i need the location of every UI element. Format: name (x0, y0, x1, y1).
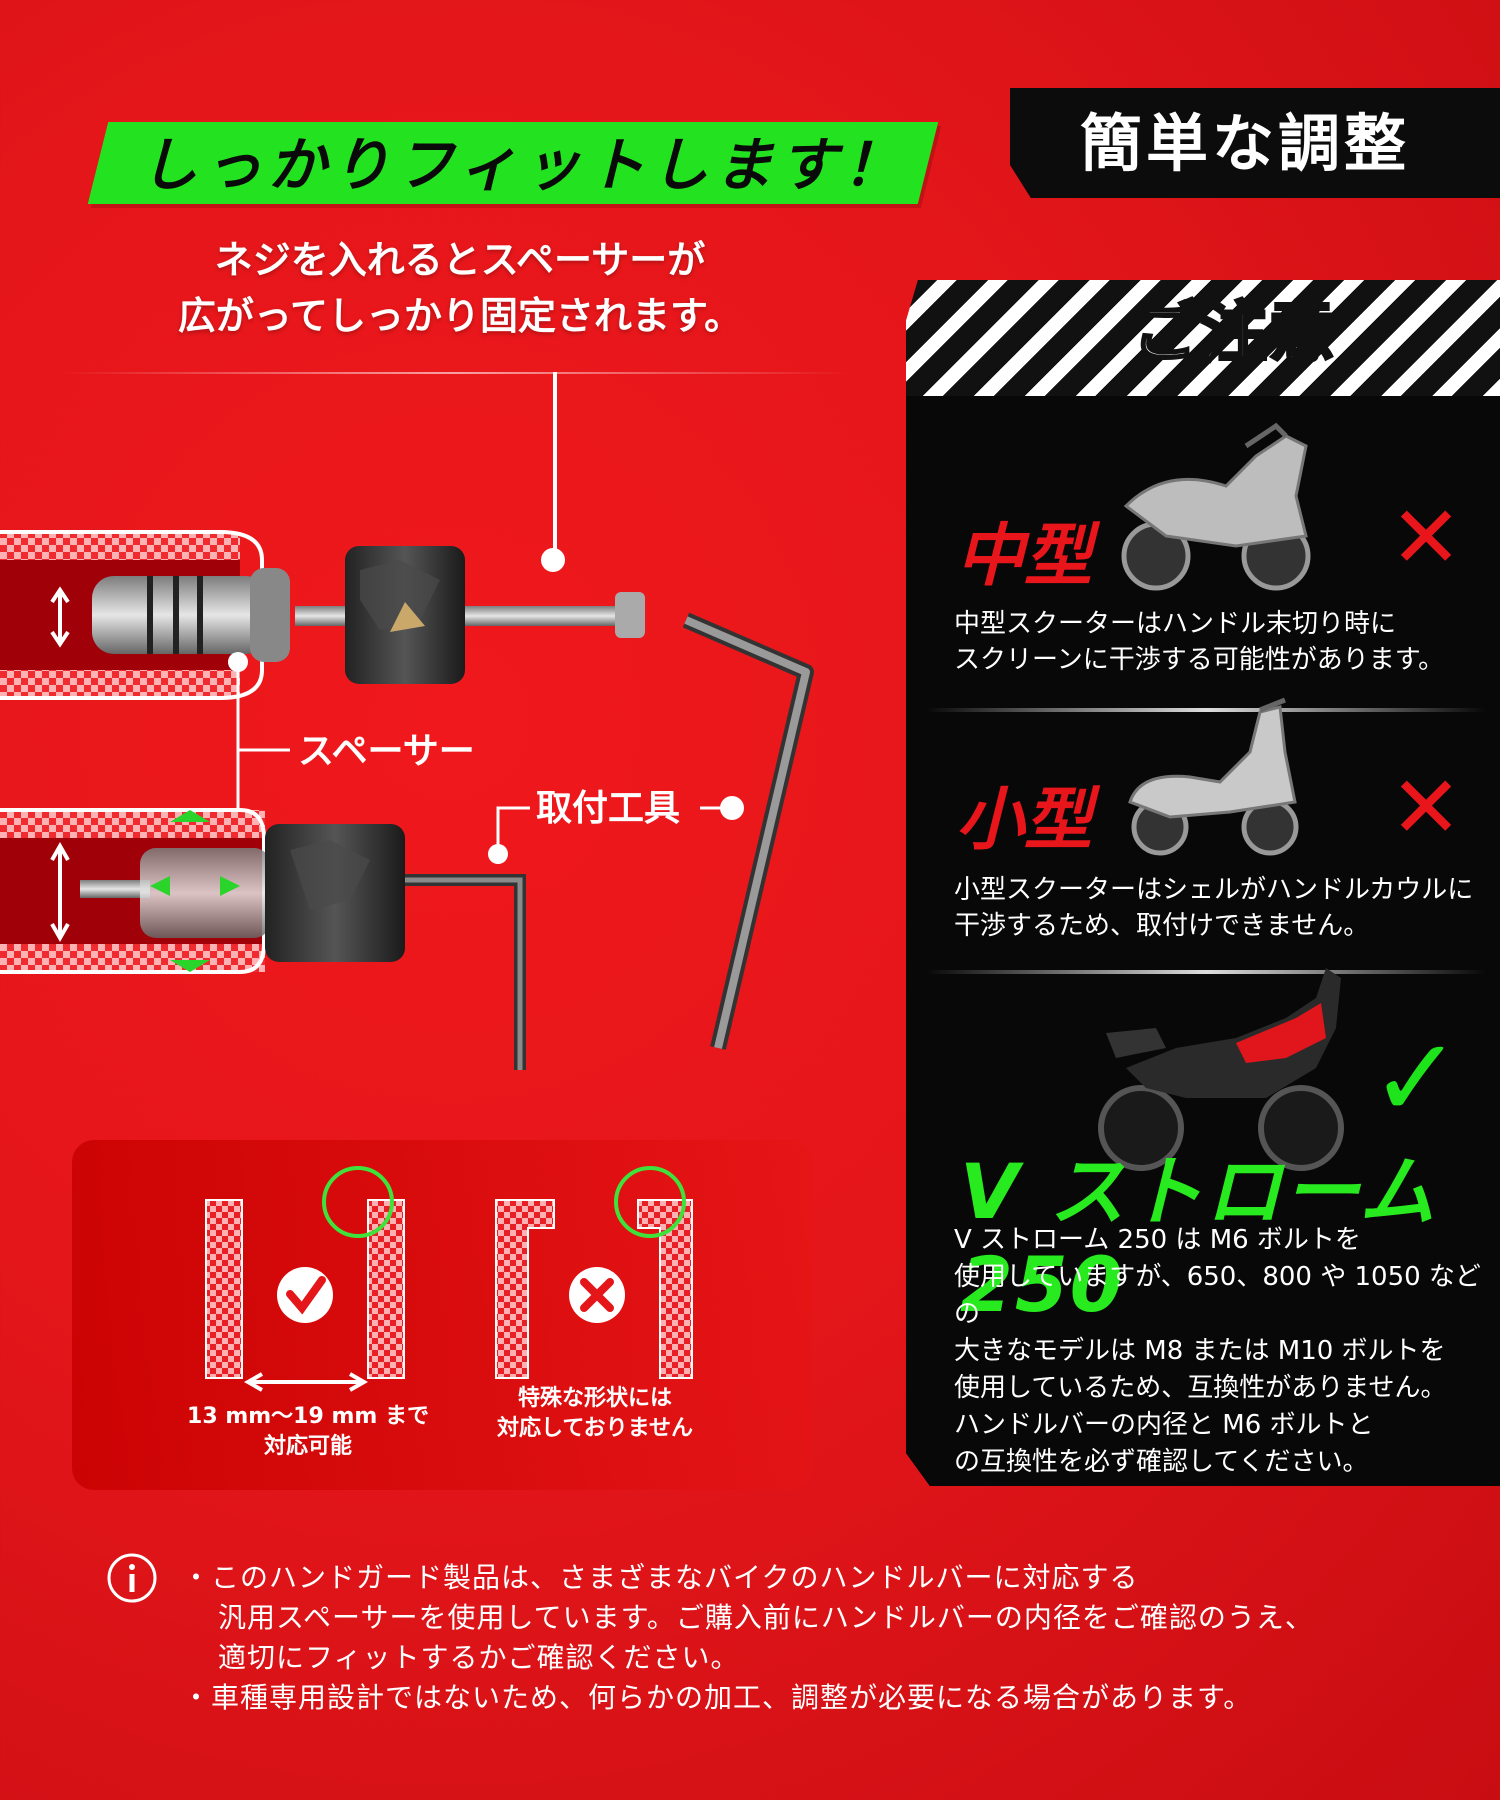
fit-diagram (205, 1166, 693, 1392)
small-note-2: 干渉するため、取付けできません。 (954, 911, 1370, 941)
small-note-1: 小型スクーターはシェルがハンドルカウルに (954, 875, 1474, 905)
headline-subtitle: ネジを入れるとスペーサーが 広がってしっかり固定されます。 (100, 232, 820, 344)
info-line-4: ・車種専用設計ではないため、何らかの加工、調整が必要になる場合があります。 (182, 1681, 1253, 1714)
spacer-diagram: スペーサー 取付工具 (0, 372, 814, 1070)
subtitle-line-2: 広がってしっかり固定されます。 (177, 294, 743, 338)
divider (60, 372, 850, 374)
hex-key-right (682, 612, 814, 1050)
small-note: 小型スクーターはシェルがハンドルカウルに 干渉するため、取付けできません。 (954, 872, 1484, 944)
info-icon (107, 1553, 157, 1603)
pointer-dot (541, 548, 565, 572)
fit-ng-caption-2: 対応しておりません (496, 1416, 694, 1441)
fit-ng-caption-1: 特殊な形状には (517, 1386, 672, 1411)
vstrom-motorcycle-image (1098, 968, 1344, 1171)
medium-note-1: 中型スクーターはハンドル末切り時に (954, 609, 1397, 639)
handlebar-bottom (0, 808, 526, 1070)
vstrom-model-name: V ストローム 250 (960, 1147, 1437, 1329)
section-tab-title: 簡単な調整 (1080, 107, 1411, 180)
fit-ng-caption: 特殊な形状には 対応しておりません (460, 1384, 730, 1444)
handlebar-top (0, 530, 645, 700)
vstrom-check-icon: ✓ (1370, 1014, 1463, 1142)
small-label: 小型 (956, 781, 1093, 860)
vstrom-note-5: ハンドルバーの内径と M6 ボルトと (954, 1410, 1374, 1440)
fit-ok-caption-2: 対応可能 (263, 1434, 352, 1459)
warning-panel (906, 396, 1500, 1486)
medium-scooter-image (1121, 422, 1311, 591)
special-shape-bar-ng (495, 1166, 693, 1379)
fit-ok-caption-1: 13 mm～19 mm まで (187, 1404, 429, 1429)
info-line-1: ・このハンドガード製品は、さまざまなバイクのハンドルバーに対応する (182, 1561, 1139, 1594)
section-tab-bg (1010, 88, 1500, 198)
small-cross-icon: ✕ (1390, 758, 1463, 858)
fit-ok-caption: 13 mm～19 mm まで 対応可能 (168, 1402, 448, 1462)
subtitle-line-1: ネジを入れるとスペーサーが (214, 238, 706, 282)
medium-cross-icon: ✕ (1390, 488, 1463, 588)
tool-label-bracket (488, 796, 744, 864)
medium-note-2: スクリーンに干渉する可能性があります。 (954, 645, 1445, 675)
spacer-bottom (140, 848, 270, 938)
warning-stripe-header (906, 280, 1500, 396)
hex-key-bottom (405, 874, 526, 1070)
spacer-label: スペーサー (298, 731, 475, 772)
vstrom-note-3: 大きなモデルは M8 または M10 ボルトを (954, 1336, 1446, 1366)
tool-label: 取付工具 (536, 788, 680, 829)
vstrom-note-4: 使用しているため、互換性がありません。 (954, 1373, 1447, 1403)
small-scooter-image (1128, 697, 1299, 856)
vstrom-note: V ストローム 250 は M6 ボルトを 使用していますが、650、800 や… (954, 1222, 1484, 1481)
vstrom-note-2: 使用していますが、650、800 や 1050 などの (954, 1262, 1481, 1329)
straight-bar-ok (205, 1166, 405, 1392)
medium-note: 中型スクーターはハンドル末切り時に スクリーンに干渉する可能性があります。 (954, 606, 1474, 678)
warning-title: ご注意 (1132, 293, 1337, 373)
info-line-3: 適切にフィットするかご確認ください。 (218, 1641, 740, 1674)
separator-1 (926, 708, 1486, 712)
headline-banner-text: しっかりフィットします！ (140, 131, 907, 199)
vstrom-note-1: V ストローム 250 は M6 ボルトを (954, 1225, 1361, 1255)
vstrom-note-6: の互換性を必ず確認してください。 (954, 1447, 1369, 1477)
medium-label: 中型 (956, 517, 1093, 596)
spacer-top (92, 576, 268, 654)
separator-2 (926, 970, 1486, 974)
info-line-2: 汎用スペーサーを使用しています。ご購入前にハンドルバーの内径をご確認のうえ、 (218, 1601, 1314, 1634)
